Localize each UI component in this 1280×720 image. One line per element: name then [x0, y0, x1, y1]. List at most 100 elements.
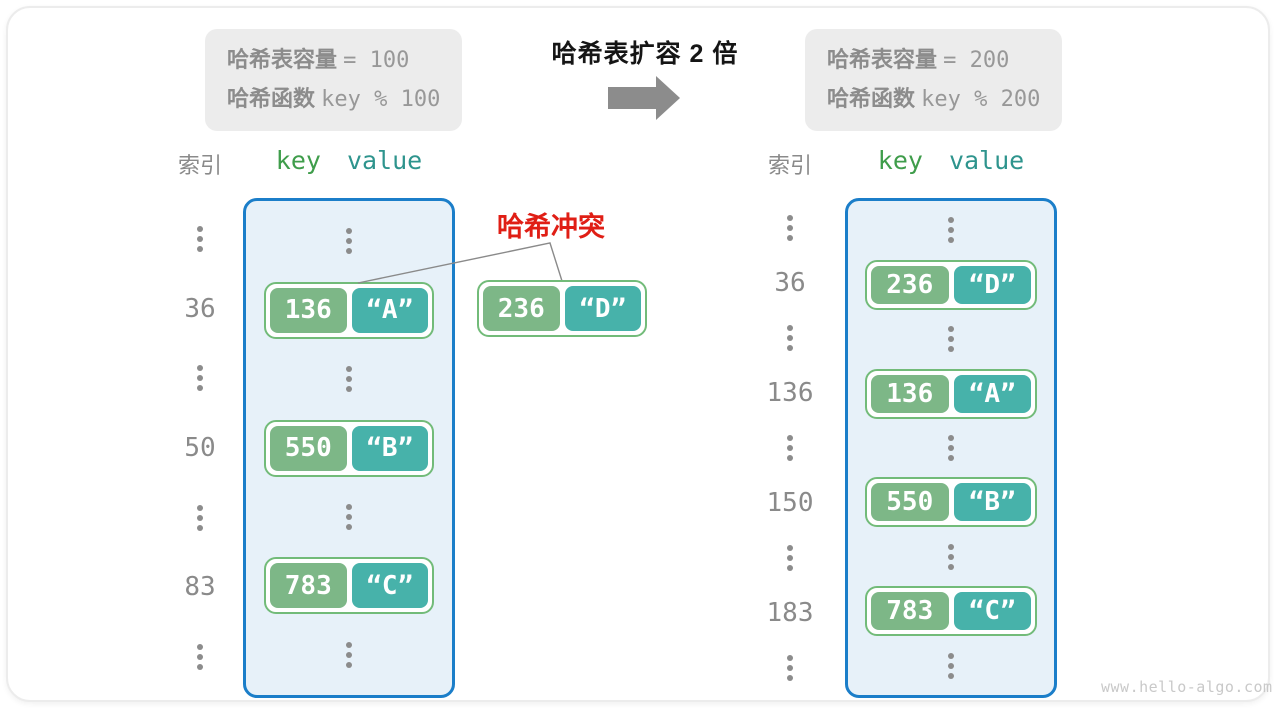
index-row: 136: [767, 368, 814, 418]
value-cell: “D”: [564, 286, 641, 331]
value-cell: “A”: [953, 374, 1031, 413]
capacity-value: = 200: [943, 48, 1010, 73]
key-cell: 136: [871, 374, 949, 413]
vertical-ellipsis-icon: [787, 225, 793, 231]
value-cell: “A”: [351, 287, 428, 333]
ellipsis-row: [346, 626, 352, 683]
vertical-ellipsis-icon: [787, 555, 793, 561]
vertical-ellipsis-icon: [197, 236, 203, 243]
pair-row: 783“C”: [865, 586, 1037, 637]
ellipsis-row: [346, 488, 352, 545]
key-cell: 236: [871, 265, 949, 304]
index-row: 36: [184, 280, 215, 337]
ellipsis-row: [197, 628, 203, 685]
collision-key-value-pair: 236 “D”: [477, 280, 647, 337]
collision-label: 哈希冲突: [497, 212, 605, 242]
ellipsis-row: [787, 533, 793, 583]
capacity-line: 哈希表容量 = 100: [227, 41, 440, 80]
key-cell: 783: [871, 592, 949, 631]
watermark: www.hello-algo.com: [1101, 678, 1273, 696]
vertical-ellipsis-icon: [948, 227, 954, 234]
key-cell: 783: [270, 563, 347, 609]
ellipsis-row: [948, 314, 954, 364]
index-row: 36: [774, 258, 805, 308]
index-header: 索引: [177, 153, 222, 178]
hash-function-line: 哈希函数 key % 100: [227, 80, 440, 119]
figure-title: 哈希表扩容 2 倍: [551, 40, 739, 68]
right-arrow-icon-tip: [656, 76, 680, 120]
capacity-line: 哈希表容量 = 200: [827, 41, 1040, 80]
vertical-ellipsis-icon: [197, 375, 203, 382]
vertical-ellipsis-icon: [948, 336, 954, 343]
capacity-info-before: 哈希表容量 = 100 哈希函数 key % 100: [205, 29, 463, 131]
key-value-pair: 783“C”: [865, 586, 1037, 637]
index-column: 36 136 150 183: [760, 198, 820, 698]
ellipsis-row: [787, 423, 793, 473]
index-row: 183: [767, 588, 814, 638]
vertical-ellipsis-icon: [787, 335, 793, 341]
ellipsis-row: [346, 213, 352, 270]
vertical-ellipsis-icon: [346, 376, 352, 383]
value-cell: “C”: [351, 563, 428, 609]
vertical-ellipsis-icon: [948, 662, 954, 669]
ellipsis-row: [197, 211, 203, 268]
ellipsis-row: [787, 203, 793, 253]
hash-function-label: 哈希函数: [827, 86, 916, 111]
capacity-label: 哈希表容量: [227, 47, 338, 72]
vertical-ellipsis-icon: [197, 653, 203, 660]
key-value-pair: 550“B”: [264, 419, 434, 477]
ellipsis-row: [948, 641, 954, 691]
pair-row: 550“B”: [865, 477, 1037, 528]
index-label: 136: [766, 378, 814, 408]
pair-row: 136“A”: [865, 368, 1037, 419]
ellipsis-row: [787, 313, 793, 363]
ellipsis-row: [346, 351, 352, 408]
index-label: 36: [774, 268, 806, 298]
capacity-info-after: 哈希表容量 = 200 哈希函数 key % 200: [805, 29, 1063, 131]
pair-row: 236“D”: [865, 259, 1037, 310]
key-cell: 550: [270, 425, 347, 471]
hash-function-line: 哈希函数 key % 200: [827, 80, 1040, 119]
value-header: value: [948, 146, 1025, 175]
capacity-label: 哈希表容量: [827, 47, 938, 72]
vertical-ellipsis-icon: [948, 444, 954, 451]
vertical-ellipsis-icon: [346, 651, 352, 658]
index-row: 83: [184, 559, 215, 616]
index-label: 150: [766, 488, 814, 518]
index-label: 83: [184, 572, 216, 603]
key-value-pair: 783“C”: [264, 557, 434, 615]
index-row: 150: [767, 478, 814, 528]
key-value-pair: 136“A”: [865, 368, 1037, 419]
vertical-ellipsis-icon: [787, 665, 793, 671]
index-label: 36: [184, 293, 216, 324]
pair-row: 136“A”: [264, 281, 434, 339]
pair-row: 550“B”: [264, 419, 434, 477]
hash-function-value: key % 100: [321, 87, 441, 112]
hash-function-value: key % 200: [921, 87, 1041, 112]
bucket-array: 236“D” 136“A” 550“B” 783“C”: [845, 198, 1057, 698]
ellipsis-row: [948, 205, 954, 255]
ellipsis-row: [197, 350, 203, 407]
value-cell: “B”: [953, 483, 1031, 522]
value-header: value: [346, 146, 423, 175]
ellipsis-row: [948, 532, 954, 582]
key-cell: 236: [483, 286, 560, 331]
vertical-ellipsis-icon: [197, 514, 203, 521]
right-arrow-icon: [608, 87, 656, 109]
vertical-ellipsis-icon: [346, 238, 352, 245]
capacity-value: = 100: [343, 48, 410, 73]
key-cell: 136: [270, 287, 347, 333]
index-label: 183: [766, 598, 814, 628]
vertical-ellipsis-icon: [787, 445, 793, 451]
value-cell: “D”: [953, 265, 1031, 304]
ellipsis-row: [197, 489, 203, 546]
index-row: 50: [184, 420, 215, 477]
value-cell: “C”: [953, 592, 1031, 631]
hash-function-label: 哈希函数: [227, 86, 316, 111]
key-value-pair: 236“D”: [865, 259, 1037, 310]
ellipsis-row: [787, 643, 793, 693]
index-column: 36 50 83: [170, 198, 230, 698]
